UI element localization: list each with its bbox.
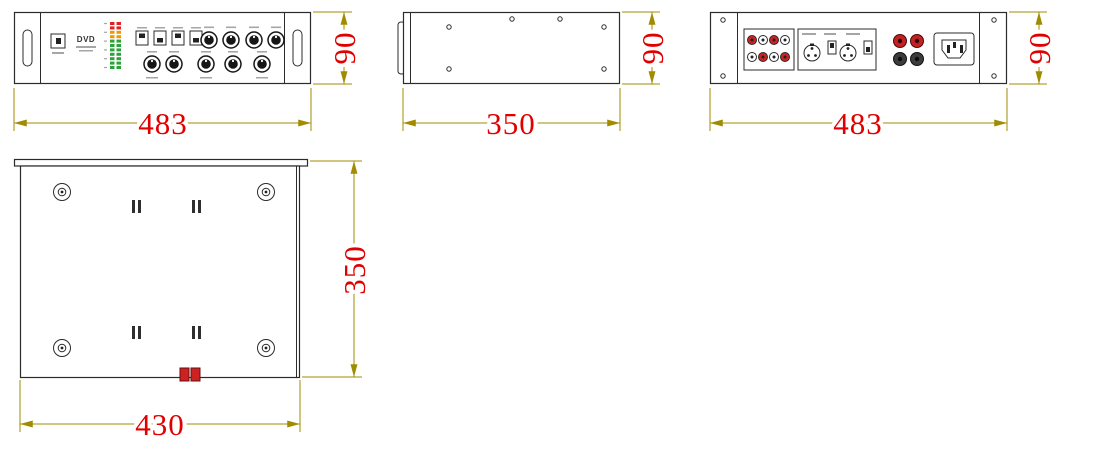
rack-ear-slot-right [292, 29, 303, 67]
iec-socket-outline [941, 39, 967, 59]
rack-ear-slot-left [22, 29, 33, 67]
dim-front-height: 90 [313, 11, 366, 85]
dim-bottom-depth: 350 [302, 160, 376, 378]
bottom-view [13, 158, 309, 382]
rear-chassis [709, 11, 1008, 85]
dim-front-height-label: 90 [327, 32, 362, 65]
knob [197, 55, 215, 73]
knob [165, 55, 183, 73]
foot [257, 339, 275, 357]
switch [135, 30, 149, 46]
dim-rear-width-label: 483 [833, 106, 883, 141]
model-smudge-2 [79, 50, 93, 52]
dimensions: 483 90 350 90 483 [13, 11, 1061, 446]
power-icon [56, 38, 61, 44]
side-view [397, 11, 621, 85]
screw-hole [720, 73, 726, 79]
dim-bottom-width: 430 [19, 380, 301, 446]
power-button-frame [50, 33, 66, 49]
switch [827, 40, 837, 55]
screw-hole [446, 24, 452, 30]
speaker-terminals [893, 34, 924, 66]
dim-bottom-width-label: 430 [135, 407, 185, 442]
screw-hole [720, 17, 726, 23]
dim-side-height-label: 90 [635, 32, 670, 65]
switch [171, 30, 185, 46]
dim-rear-height: 90 [1009, 11, 1061, 85]
vent-slots-bottom [132, 326, 201, 339]
xlr-panel [797, 28, 877, 71]
screw-hole [601, 24, 607, 30]
xlr-connector [839, 43, 857, 62]
knob [253, 55, 271, 73]
rca-jack-panel [743, 28, 795, 71]
screw-hole [991, 73, 997, 79]
screw-hole [601, 66, 607, 72]
foot [53, 183, 71, 201]
rear-view [709, 11, 1008, 85]
power-label-smudge [52, 52, 64, 54]
foot [257, 183, 275, 201]
dim-front-width-label: 483 [138, 106, 188, 141]
dim-side-depth-label: 350 [486, 106, 536, 141]
knob-row-top [200, 26, 285, 49]
knob [224, 55, 242, 73]
screw-hole [991, 17, 997, 23]
knob-row-bottom [143, 51, 271, 79]
power-inlet [933, 32, 975, 66]
front-view: DVD [13, 11, 312, 85]
foot [53, 339, 71, 357]
brand-text: DVD [77, 35, 95, 44]
dim-front-width: 483 [13, 88, 312, 145]
screw-hole [509, 16, 515, 22]
xlr-connector [803, 43, 821, 62]
knob [200, 31, 218, 49]
screw-hole [557, 16, 563, 22]
screw-hole [446, 66, 452, 72]
dim-side-height: 90 [622, 11, 674, 85]
vent-slots-top [132, 200, 201, 213]
dim-rear-height-label: 90 [1022, 32, 1057, 65]
dip-switches [135, 27, 203, 46]
dim-side-depth: 350 [402, 88, 621, 145]
led-meter [104, 22, 121, 69]
power-terminal-block [179, 367, 201, 382]
knob [143, 55, 161, 73]
switch [863, 40, 873, 55]
brand-label: DVD [76, 35, 96, 52]
front-panel-flange [13, 158, 309, 167]
dim-rear-width: 483 [709, 88, 1008, 145]
side-chassis [402, 11, 621, 85]
dim-bottom-depth-label: 350 [337, 245, 372, 295]
switch [153, 30, 167, 46]
power-button [50, 33, 66, 54]
knob [267, 31, 285, 49]
model-smudge-1 [76, 46, 96, 48]
knob [222, 31, 240, 49]
knob [245, 31, 263, 49]
